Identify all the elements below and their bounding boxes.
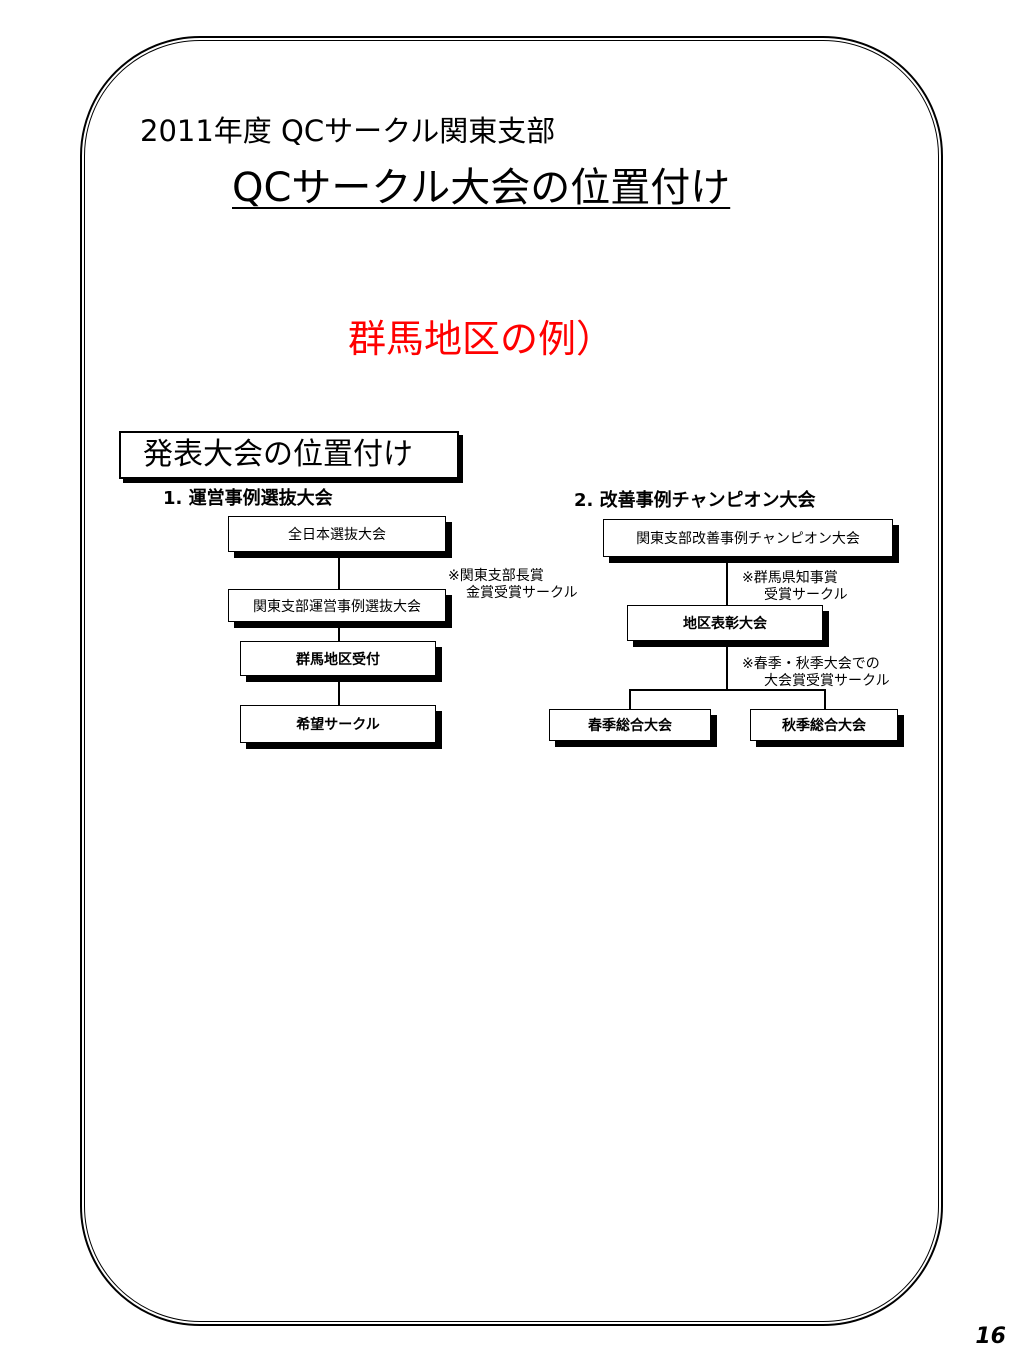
- slide-title: QCサークル大会の位置付け: [232, 165, 731, 211]
- node-kanto-selection: 関東支部運営事例選抜大会: [228, 589, 446, 622]
- node-kanto-champion: 関東支部改善事例チャンピオン大会: [603, 519, 893, 557]
- right-note1-line1: ※群馬県知事賞: [742, 570, 838, 586]
- node-spring-general: 春季総合大会: [549, 709, 711, 741]
- node-autumn-general: 秋季総合大会: [750, 709, 898, 741]
- right-section-heading: 2. 改善事例チャンピオン大会: [574, 490, 816, 511]
- left-note-line2: 金賞受賞サークル: [466, 585, 578, 601]
- right-note1-line2: 受賞サークル: [764, 587, 848, 603]
- right-note2-line2: 大会賞受賞サークル: [764, 673, 890, 689]
- connector-left-2: [338, 620, 340, 642]
- diagram-headline: 発表大会の位置付け: [119, 431, 459, 479]
- connector-right-left-drop: [629, 689, 631, 711]
- node-gunma-reception: 群馬地区受付: [240, 641, 436, 676]
- connector-left-1: [338, 550, 340, 590]
- node-all-japan-selection: 全日本選抜大会: [228, 516, 446, 552]
- page-number: 16: [975, 1324, 1006, 1349]
- left-note-line1: ※関東支部長賞: [448, 568, 544, 584]
- connector-right-2: [726, 639, 728, 689]
- connector-right-branch: [629, 689, 825, 691]
- right-note2-line1: ※春季・秋季大会での: [742, 656, 880, 672]
- slide-frame-inner: [84, 40, 939, 1322]
- connector-right-right-drop: [824, 689, 826, 711]
- node-district-award: 地区表彰大会: [627, 605, 823, 641]
- connector-right-1: [726, 555, 728, 607]
- slide-subtitle: 2011年度 QCサークル関東支部: [140, 114, 556, 148]
- example-label: 群馬地区の例）: [348, 317, 615, 361]
- left-section-heading: 1. 運営事例選抜大会: [163, 488, 333, 509]
- connector-left-3: [338, 674, 340, 706]
- slide-frame: [80, 36, 943, 1326]
- node-applicant-circles: 希望サークル: [240, 705, 436, 743]
